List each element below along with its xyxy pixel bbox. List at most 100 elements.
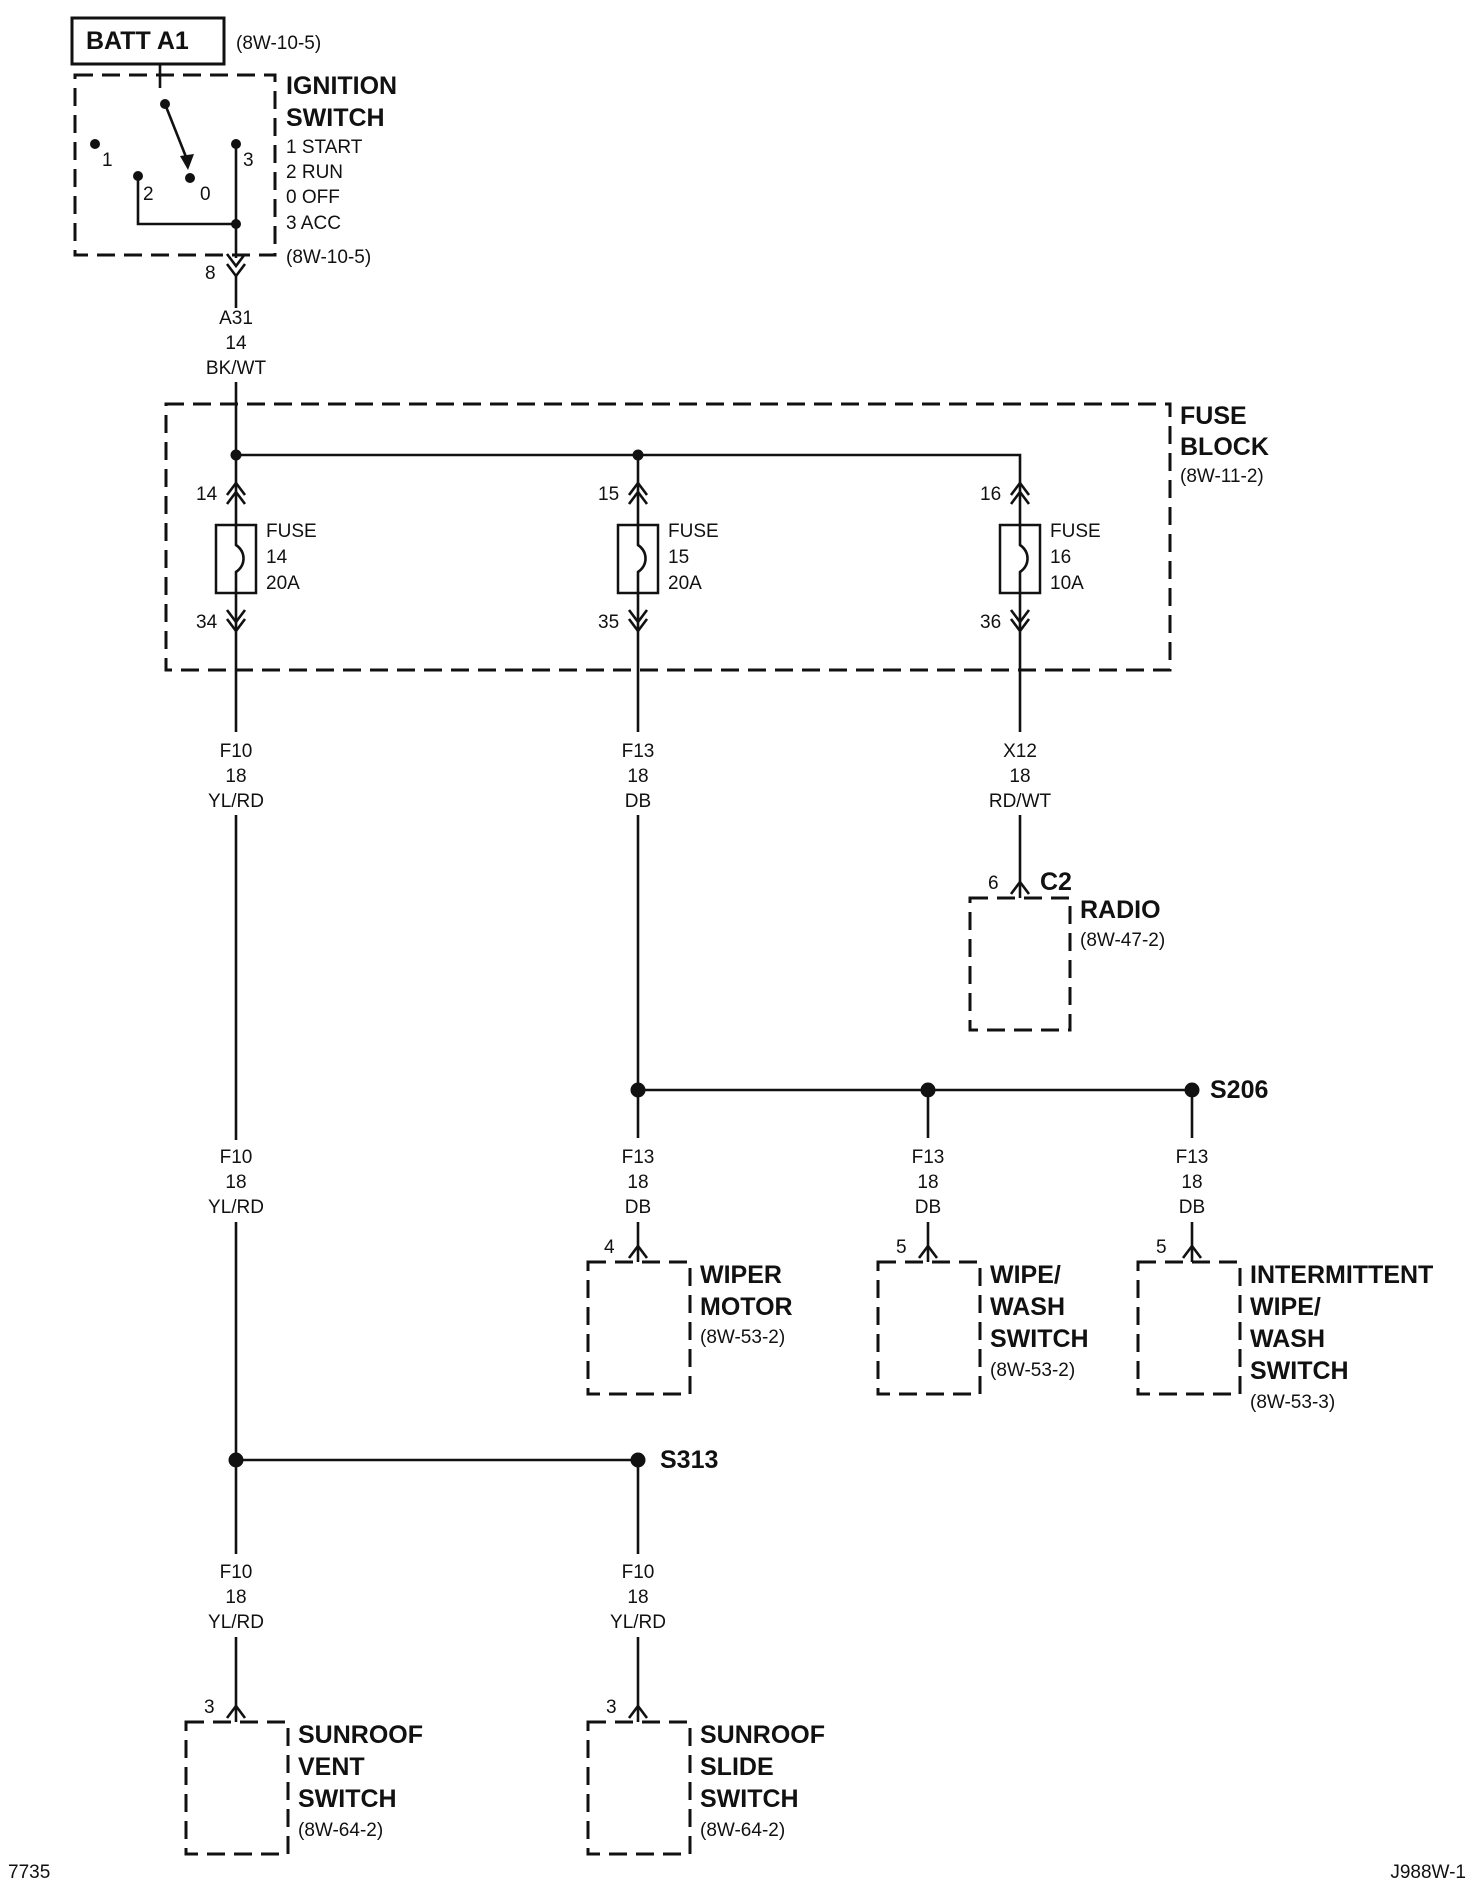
wire-f13-int-circuit: F13: [1176, 1147, 1209, 1168]
wire-x12-label: X12 18 RD/WT: [989, 741, 1052, 812]
wipe-wash-pin-chevron: [917, 1243, 939, 1259]
sunroof-slide-pin-label: 3: [606, 1697, 617, 1718]
wire-f13-top-label: F13 18 DB: [622, 741, 655, 812]
wiper-motor-pin-chevron: [627, 1243, 649, 1259]
sunroof-slide-switch-component: 3 SUNROOF SLIDE SWITCH (8W-64-2): [586, 1697, 825, 1856]
wire-f13-int-color: DB: [1179, 1197, 1205, 1218]
terminal-0-label: 0: [200, 184, 211, 205]
splice-s313: S313: [228, 1446, 718, 1474]
fuse-15-out-chevron-2: [627, 618, 649, 634]
fuse-14-number: 14: [266, 547, 288, 568]
acc-junction: [231, 219, 241, 229]
radio-connector-label: C2: [1040, 868, 1072, 896]
sunroof-vent-title-1: SUNROOF: [298, 1721, 423, 1749]
fuse-15-rating: 20A: [668, 573, 702, 594]
wipe-wash-pin-label: 5: [896, 1237, 907, 1258]
fuse-14-out-chevron-2: [225, 618, 247, 634]
footer-right-code: J988W-1: [1390, 1862, 1466, 1883]
wire-f10-slide-circuit: F10: [622, 1562, 655, 1583]
wire-f13-wiper-color: DB: [625, 1197, 651, 1218]
int-wipe-wash-ref: (8W-53-3): [1250, 1392, 1335, 1413]
sunroof-vent-title-3: SWITCH: [298, 1785, 397, 1813]
int-wipe-wash-title-3: WASH: [1250, 1325, 1325, 1353]
ignition-title-1: IGNITION: [286, 72, 397, 100]
wire-f13-wiper-gauge: 18: [627, 1172, 648, 1193]
sunroof-slide-box: [586, 1720, 692, 1856]
wiper-motor-box: [586, 1260, 692, 1396]
wire-f13-wash-label: F13 18 DB: [912, 1147, 945, 1218]
wire-f10-mid-gauge: 18: [225, 1172, 246, 1193]
fuse-14-out-chevron-1: [225, 609, 247, 625]
radio-ref: (8W-47-2): [1080, 930, 1165, 951]
fuse-16-out-pin: 36: [980, 612, 1001, 633]
batt-a1-block: BATT A1 (8W-10-5): [70, 16, 321, 66]
ignition-pos-start: 1 START: [286, 137, 363, 158]
terminal-2-label: 2: [143, 184, 154, 205]
batt-ref: (8W-10-5): [236, 33, 321, 54]
wire-f13-wash-gauge: 18: [917, 1172, 938, 1193]
wire-a31-gauge: 14: [225, 333, 247, 354]
wiper-motor-pin-label: 4: [604, 1237, 615, 1258]
fuse-16-out-chevron-1: [1009, 609, 1031, 625]
fuse-16-element: [1018, 525, 1029, 593]
wipe-wash-switch-component: 5 WIPE/ WASH SWITCH (8W-53-2): [876, 1237, 1089, 1396]
wire-f10-slide-gauge: 18: [627, 1587, 648, 1608]
wire-f10-mid-circuit: F10: [220, 1147, 253, 1168]
fuse-bus-junction-15: [632, 449, 644, 461]
fuse-block-box: [164, 402, 1172, 672]
wire-f10-vent-label: F10 18 YL/RD: [208, 1562, 264, 1633]
wire-f10-vent-circuit: F10: [220, 1562, 253, 1583]
wire-f10-mid-label: F10 18 YL/RD: [208, 1147, 264, 1218]
int-wipe-wash-title-1: INTERMITTENT: [1250, 1261, 1433, 1289]
fuse-15: 15 35 FUSE 15 20A: [598, 475, 719, 640]
sunroof-slide-title-1: SUNROOF: [700, 1721, 825, 1749]
wire-a31-label: A31 14 BK/WT: [206, 308, 267, 379]
fuse-15-out-chevron-1: [627, 609, 649, 625]
fuse-block-title-2: BLOCK: [1180, 433, 1269, 461]
wire-f10-vent-gauge: 18: [225, 1587, 246, 1608]
radio-pin-label: 6: [988, 873, 999, 894]
wire-a31-circuit: A31: [219, 308, 253, 329]
fuse-14: 14 34 FUSE 14 20A: [196, 475, 317, 640]
ignition-switch: 1 2 0 3 IGNITION SWITCH 1 START 2 RUN 0 …: [73, 64, 397, 284]
wire-f13-int-label: F13 18 DB: [1176, 1147, 1209, 1218]
splice-s206: S206: [630, 1076, 1268, 1104]
terminal-0: [185, 173, 195, 183]
fuse-15-label: FUSE: [668, 521, 719, 542]
wire-f10-top-gauge: 18: [225, 766, 246, 787]
int-wipe-wash-title-4: SWITCH: [1250, 1357, 1349, 1385]
wire-f10-slide-color: YL/RD: [610, 1612, 666, 1633]
fuse-16: 16 36 FUSE 16 10A: [980, 475, 1101, 640]
wiper-motor-component: 4 WIPER MOTOR (8W-53-2): [586, 1237, 793, 1396]
s206-label: S206: [1210, 1076, 1268, 1104]
fuse-bus-junction-14: [230, 449, 242, 461]
wire-x12-circuit: X12: [1003, 741, 1037, 762]
fuse-16-rating: 10A: [1050, 573, 1084, 594]
batt-label: BATT A1: [86, 27, 189, 55]
wipe-wash-title-1: WIPE/: [990, 1261, 1061, 1289]
sunroof-slide-title-3: SWITCH: [700, 1785, 799, 1813]
wipe-wash-title-3: SWITCH: [990, 1325, 1089, 1353]
sunroof-vent-pin-label: 3: [204, 1697, 215, 1718]
sunroof-slide-ref: (8W-64-2): [700, 1820, 785, 1841]
wire-f10-top-label: F10 18 YL/RD: [208, 741, 264, 812]
fuse-14-label: FUSE: [266, 521, 317, 542]
fuse-bus-bar: [236, 453, 1022, 475]
ignition-ref: (8W-10-5): [286, 247, 371, 268]
terminal-1-label: 1: [102, 150, 113, 171]
sunroof-vent-ref: (8W-64-2): [298, 1820, 383, 1841]
wire-f13-top-color: DB: [625, 791, 651, 812]
switch-arm: [163, 103, 190, 163]
wire-x12-gauge: 18: [1009, 766, 1030, 787]
sunroof-slide-pin-chevron: [627, 1703, 649, 1719]
wire-f13-wash-color: DB: [915, 1197, 941, 1218]
radio-box: [968, 896, 1072, 1032]
wire-f13-wiper-label: F13 18 DB: [622, 1147, 655, 1218]
wire-f13-top-circuit: F13: [622, 741, 655, 762]
wire-f13-wiper-circuit: F13: [622, 1147, 655, 1168]
fuse-block-title-1: FUSE: [1180, 402, 1247, 430]
wire-f10-top-circuit: F10: [220, 741, 253, 762]
fuse-16-in-pin: 16: [980, 484, 1001, 505]
footer-left-code: 7735: [8, 1862, 50, 1883]
